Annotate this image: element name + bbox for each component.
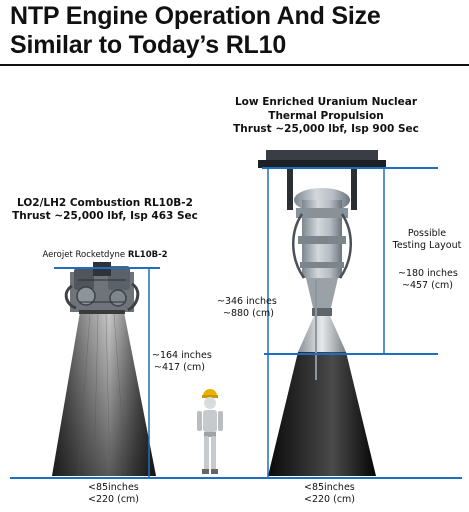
ntp-layout-height-label: ~180 inches ~457 (cm) (398, 268, 458, 292)
rl10b2-engine (52, 262, 156, 477)
rl10-height-inches: ~164 inches (152, 350, 212, 361)
rl10-heading-line-2: Thrust ~25,000 lbf, Isp 463 Sec (12, 210, 198, 222)
rl10-caption-model: RL10B-2 (127, 250, 168, 260)
ntp-nozzle-extension (268, 352, 376, 476)
human-scale-figure (197, 389, 223, 474)
test-stand-cap (266, 150, 378, 162)
rl10-heading-line-1: LO2/LH2 Combustion RL10B-2 (17, 197, 193, 209)
rl10-width-label: <85inches <220 (cm) (88, 482, 139, 506)
title-underline (0, 64, 469, 66)
ntp-heading-line-2: Thermal Propulsion (268, 109, 384, 122)
ntp-nozzle-bell (298, 316, 346, 352)
rl10-caption: Aerojet Rocketdyne RL10B-2 (0, 250, 210, 261)
rl10-caption-prefix: Aerojet Rocketdyne (42, 250, 128, 260)
rl10-height-cm: ~417 (cm) (154, 362, 206, 373)
rl10-dimension-lines (54, 267, 160, 478)
ntp-width-label: <85inches <220 (cm) (304, 482, 355, 506)
title-line-2: Similar to Today’s RL10 (10, 31, 287, 59)
ntp-layout-height-cm: ~457 (cm) (402, 280, 454, 291)
rl10-width-cm: <220 (cm) (88, 494, 140, 505)
rl10-heading: LO2/LH2 Combustion RL10B-2 Thrust ~25,00… (0, 197, 210, 223)
rl10-height-label: ~164 inches ~417 (cm) (152, 350, 212, 374)
ntp-heading-line-1: Low Enriched Uranium Nuclear (234, 96, 418, 108)
ntp-height-inches: ~346 inches (217, 296, 277, 307)
ntp-heading-line-3: Thrust ~25,000 lbf, Isp 900 Sec (233, 123, 419, 135)
rl10-width-inches: <85inches (88, 482, 139, 493)
ntp-dimension-lines (262, 167, 438, 478)
ntp-width-cm: <220 (cm) (304, 494, 356, 505)
ntp-testing-layout-label: Possible Testing Layout (390, 228, 464, 252)
ntp-height-label: ~346 inches ~880 (cm) (217, 296, 277, 320)
ntp-layout-height-inches: ~180 inches (398, 268, 458, 279)
ntp-heading: Low Enriched Uranium Nuclear Thermal Pro… (226, 96, 426, 137)
ntp-layout-line-2: Testing Layout (392, 240, 462, 251)
ntp-engine (258, 150, 386, 476)
title-line-1: NTP Engine Operation And Size (10, 2, 381, 30)
ntp-width-inches: <85inches (304, 482, 355, 493)
page-title: NTP Engine Operation And Size Similar to… (10, 2, 381, 60)
ntp-layout-line-1: Possible (407, 228, 447, 239)
ntp-height-cm: ~880 (cm) (223, 308, 275, 319)
rl10-turbopump-assembly (64, 262, 140, 312)
